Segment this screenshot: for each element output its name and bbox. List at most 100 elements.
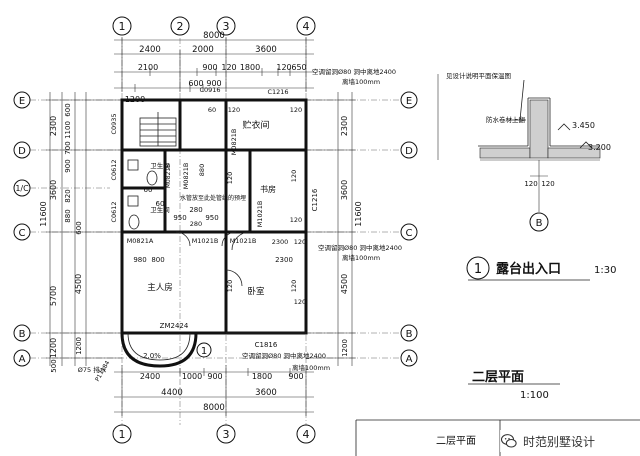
dim-bottom-row1-2: 1000 bbox=[182, 372, 202, 381]
grid-bubble-row-a-right: A bbox=[400, 349, 418, 367]
note-ac-bot: 空调留洞Ø80 洞中离地2400 bbox=[242, 351, 326, 360]
grid-bubble-col-1-top: 1 bbox=[112, 16, 132, 36]
dim-top-row2-5: 120 bbox=[276, 63, 291, 72]
dim-bottom-total: 8000 bbox=[203, 403, 225, 413]
grid-bubble-col-2-top: 2 bbox=[170, 16, 190, 36]
inner-dim: 60 bbox=[208, 106, 216, 114]
note-ac-top-sub: 离墙100mm bbox=[342, 77, 380, 86]
dim-left-mid-7: 600 bbox=[75, 221, 83, 234]
window-label: C1816 bbox=[255, 341, 278, 349]
grid-label: D bbox=[18, 146, 26, 157]
grid-label: 1 bbox=[119, 428, 126, 441]
dim-right-3: 4500 bbox=[340, 274, 349, 294]
grid-bubble-row-b-right: B bbox=[400, 324, 418, 342]
dim-left-mid-6: 880 bbox=[64, 209, 72, 222]
grid-label: B bbox=[406, 329, 413, 340]
stair bbox=[139, 112, 177, 147]
grid-bubble-row-1c-left: 1/C bbox=[13, 179, 31, 197]
grid-label: C bbox=[406, 228, 413, 239]
dim-left-mid-5: 820 bbox=[64, 189, 72, 202]
grid-bubble-col-3-bottom: 3 bbox=[216, 424, 236, 444]
dim-bottom-row1-4: 1800 bbox=[252, 372, 272, 381]
watermark-text: 时范别墅设计 bbox=[523, 434, 596, 449]
detail-dim-2: 120 bbox=[541, 180, 554, 188]
bath-fixtures bbox=[127, 159, 158, 230]
inner-dim: 120 bbox=[290, 216, 302, 224]
inner-dim: 120 bbox=[226, 172, 234, 184]
dimension-bottom bbox=[114, 365, 314, 416]
grid-label: 1/C bbox=[15, 184, 29, 193]
detail-callout bbox=[466, 256, 590, 281]
inner-dim: 120 bbox=[290, 280, 298, 292]
dim-top-row1-2: 600 bbox=[188, 79, 203, 88]
dim-left-mid-9: 1200 bbox=[75, 337, 83, 355]
inner-dim: 120 bbox=[294, 238, 306, 246]
detail-dim-1: 120 bbox=[524, 180, 537, 188]
room-label: 主人房 bbox=[147, 282, 173, 293]
section-marker: 1 bbox=[196, 342, 212, 358]
grid-label: 4 bbox=[303, 428, 310, 441]
watermark: 时范别墅设计 bbox=[500, 430, 632, 452]
grid-bubble-col-3-top: 3 bbox=[216, 16, 236, 36]
window-label: C1216 bbox=[267, 88, 288, 96]
dim-left-outer-1: 2300 bbox=[49, 116, 58, 136]
detail-elevation-2: 3.200 bbox=[588, 143, 611, 152]
dim-right-2: 3600 bbox=[340, 180, 349, 200]
title-block-name: 二层平面 bbox=[436, 435, 476, 447]
door-label: M1021B bbox=[192, 237, 219, 245]
inner-dim: 60 bbox=[156, 200, 165, 208]
room-label: 贮衣间 bbox=[242, 119, 269, 131]
dim-left-outer-2: 3600 bbox=[49, 180, 58, 200]
dim-left-total: 11600 bbox=[39, 201, 48, 226]
grid-label: A bbox=[406, 354, 413, 365]
inner-dim: 2300 bbox=[275, 256, 293, 264]
dim-left-outer-5: 500 bbox=[50, 359, 58, 372]
dim-right-4: 1200 bbox=[341, 339, 349, 357]
dim-top-row2-2: 900 bbox=[202, 63, 217, 72]
note-ac-bot-sub: 离墙100mm bbox=[292, 363, 330, 372]
detail-layer-note: 防水卷材上翻 bbox=[486, 115, 526, 124]
dim-bottom-row2-2: 3600 bbox=[255, 388, 277, 398]
plan-title: 二层平面 bbox=[472, 370, 524, 385]
inner-dim: 120 bbox=[228, 106, 240, 114]
inner-dim: 980 bbox=[133, 256, 146, 264]
bay-window bbox=[120, 332, 198, 368]
grid-bubble-col-1-bottom: 1 bbox=[112, 424, 132, 444]
dim-top-row2-3: 120 bbox=[221, 63, 236, 72]
note-ac-mid: 空调留洞Ø80 洞中离地2400 bbox=[318, 243, 402, 252]
room-label: 卫生间 bbox=[150, 161, 170, 170]
door-label: M0821B bbox=[165, 164, 172, 189]
grid-bubble-row-e-left: E bbox=[13, 91, 31, 109]
door-label: M0821B bbox=[230, 129, 238, 156]
detail-axis-bubble: B bbox=[529, 212, 549, 232]
inner-dim: 800 bbox=[151, 256, 164, 264]
walls bbox=[120, 98, 308, 335]
dim-bottom-row1-5: 900 bbox=[288, 372, 303, 381]
inner-dim: 120 bbox=[290, 106, 302, 114]
inner-dim: 60 bbox=[144, 186, 153, 194]
dim-top-row2-4: 1800 bbox=[240, 63, 260, 72]
note-drain: Ø75 排水 bbox=[78, 365, 107, 374]
grid-bubble-row-d-right: D bbox=[400, 141, 418, 159]
grid-label: E bbox=[406, 96, 412, 107]
dim-right-1: 2300 bbox=[340, 116, 349, 136]
grid-label: C bbox=[19, 228, 26, 239]
window-label: C0612 bbox=[110, 201, 118, 222]
callout-number: 1 bbox=[474, 262, 482, 277]
dim-left-outer-4: 1200 bbox=[49, 338, 58, 358]
grid-label: D bbox=[405, 146, 413, 157]
grid-bubble-row-c-left: C bbox=[13, 223, 31, 241]
door-label: M1021B bbox=[256, 201, 264, 228]
dim-top-3: 3600 bbox=[255, 45, 277, 55]
pipe-note: 水管放至此处管线的预埋 bbox=[180, 194, 246, 202]
dim-left-mid-3: 700 bbox=[64, 141, 72, 154]
window-label: C0935 bbox=[110, 113, 118, 134]
dim-bottom-row2-1: 4400 bbox=[161, 388, 183, 398]
grid-bubble-row-c-right: C bbox=[400, 223, 418, 241]
note-slope: 2.0% bbox=[143, 352, 161, 360]
window-label: C1216 bbox=[311, 188, 319, 211]
grid-bubble-row-e-right: E bbox=[400, 91, 418, 109]
grid-label: 1 bbox=[119, 20, 126, 33]
detail-elevation-1: 3.450 bbox=[572, 121, 595, 130]
detail-ref-note: 见设计说明平面保温图 bbox=[446, 71, 511, 80]
